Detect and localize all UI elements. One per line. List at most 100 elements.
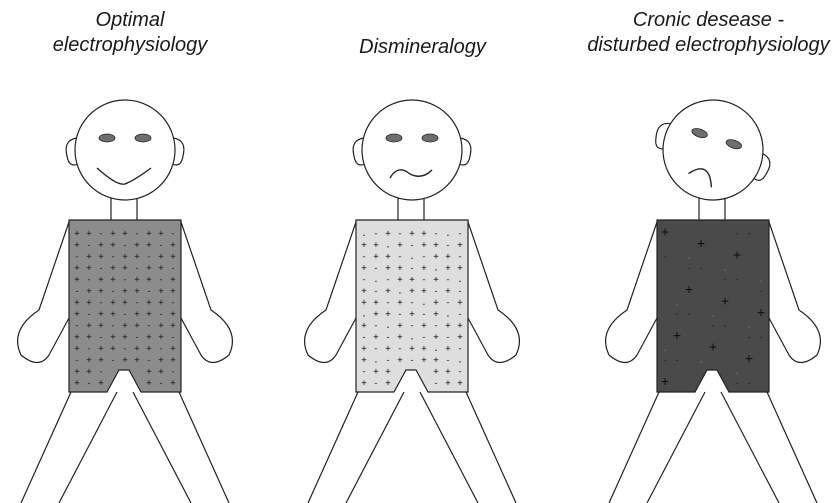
charge-symbol: + [146,367,152,377]
charge-symbol: + [122,264,128,274]
left-arm [606,222,657,363]
charge-symbol: + [122,298,128,308]
right-eye [422,134,438,142]
charge-symbol: + [697,237,705,252]
right-arm [769,222,820,363]
charge-symbol: + [397,356,403,366]
charge-symbol: + [385,287,391,297]
charge-symbol: + [146,344,152,354]
charge-symbol: + [433,367,439,377]
charge-symbol: + [110,275,116,285]
charge-symbol: - [457,287,462,297]
charge-symbol: + [745,352,753,367]
charge-symbol: + [397,333,403,343]
charge-symbol: - [361,275,366,285]
charge-symbol: - [397,252,402,262]
charge-symbol: - [86,379,91,389]
charge-symbol: + [98,241,104,251]
charge-symbol: - [421,310,426,320]
charge-symbol: - [409,321,414,331]
charge-symbol: + [74,333,80,343]
charge-symbol: + [134,287,140,297]
charge-symbol: + [86,321,92,331]
charge-symbol: - [686,310,691,320]
charge-symbol: . [385,241,390,251]
charge-symbol: - [746,333,751,343]
charge-symbol: - [734,229,739,239]
charge-symbol: + [733,248,741,263]
charge-symbol: + [86,252,92,262]
charge-symbol: - [409,298,414,308]
charge-symbol: - [433,379,438,389]
charge-symbol: + [385,264,391,274]
charge-symbol: + [361,241,367,251]
charge-symbol: + [433,241,439,251]
charge-symbol: - [98,298,103,308]
charge-symbol: + [361,298,367,308]
charge-symbol: + [122,321,128,331]
charge-symbol: + [709,340,717,355]
charge-symbol: - [734,379,739,389]
charge-symbol: - [421,333,426,343]
charge-symbol: + [421,264,427,274]
charge-symbol: - [122,310,127,320]
charge-symbol: - [385,333,390,343]
charge-symbol: . [385,321,390,331]
charge-symbol: + [146,275,152,285]
charge-symbol: + [98,356,104,366]
charge-symbol: - [170,333,175,343]
charge-symbol: + [74,344,80,354]
charge-symbol: - [722,275,727,285]
charge-symbol: - [170,264,175,274]
charge-symbol: + [361,264,367,274]
charge-symbol: + [98,275,104,285]
charge-symbol: - [409,264,414,274]
charge-symbol: - [445,333,450,343]
charge-symbol: - [457,344,462,354]
right-arm [181,222,232,363]
head [353,100,471,200]
charge-symbol: + [385,252,391,262]
charge-symbol: + [134,321,140,331]
charge-symbol: + [421,229,427,239]
charge-symbol: + [409,344,415,354]
charge-symbol: + [110,229,116,239]
charge-symbol: - [409,241,414,251]
charge-symbol: - [98,264,103,274]
charge-symbol: . [361,310,366,320]
charge-symbol: - [686,264,691,274]
charge-symbol: - [385,298,390,308]
head [642,84,785,216]
charge-symbol: - [373,229,378,239]
charge-symbol: . [397,287,402,297]
figure-1: .-+-++-.-++.+-++-+-++-.-++-+-++-+.++-.-+… [305,100,520,503]
charge-symbol: - [158,379,163,389]
charge-symbol: - [457,229,462,239]
figure-2: +--+-.+--.--.+-.+--.+--.+--.+--.+.+-- [606,84,821,503]
charge-symbol: - [110,287,115,297]
charge-symbol: + [433,252,439,262]
charge-symbol: + [457,264,463,274]
charge-symbol: - [170,229,175,239]
charge-symbol: - [746,379,751,389]
charge-symbol: - [110,321,115,331]
charge-symbol: - [457,310,462,320]
charge-symbol: - [110,252,115,262]
charge-symbol: + [445,321,451,331]
charge-symbol: - [74,321,79,331]
charge-symbol: . [758,275,763,285]
charge-symbol: + [86,287,92,297]
charge-symbol: + [122,287,128,297]
charge-symbol: + [74,275,80,285]
charge-symbol: - [134,333,139,343]
charge-symbol: + [74,298,80,308]
charge-symbol: + [373,241,379,251]
charge-symbol: + [158,264,164,274]
charge-symbol: + [146,379,152,389]
charge-symbol: + [122,229,128,239]
left-eye [99,134,115,142]
charge-symbol: + [385,229,391,239]
charge-symbol: - [158,275,163,285]
charge-symbol: + [146,333,152,343]
charge-symbol: + [158,321,164,331]
